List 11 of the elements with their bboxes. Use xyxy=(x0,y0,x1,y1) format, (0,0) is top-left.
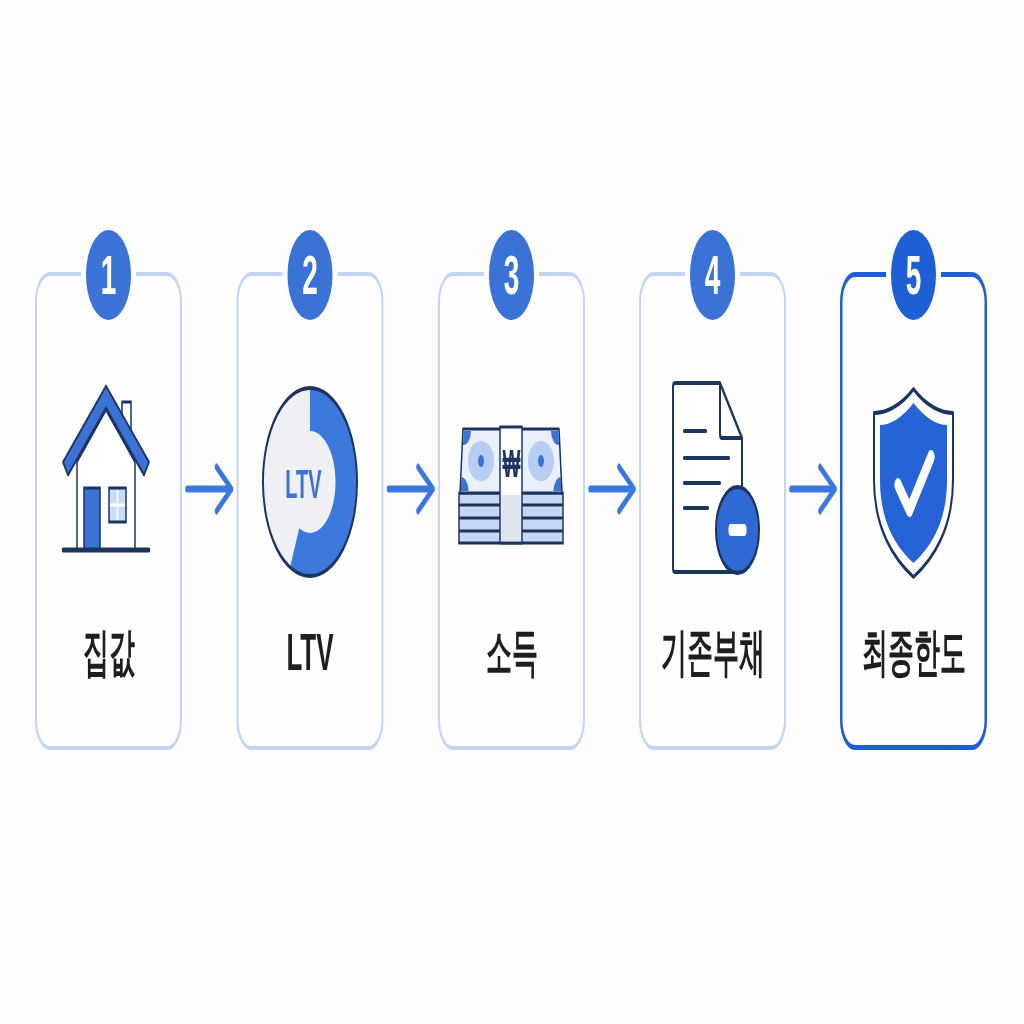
step-label: 최종한도 xyxy=(861,626,966,678)
step-label: 집값 xyxy=(82,626,135,678)
chart-label: LTV xyxy=(285,464,322,504)
step-label: 기존부채 xyxy=(660,626,765,678)
step-label: 소득 xyxy=(485,626,538,678)
arrow xyxy=(587,464,637,514)
step-label: LTV xyxy=(286,626,334,678)
arrow xyxy=(386,464,436,514)
arrow xyxy=(184,464,234,514)
arrow xyxy=(788,464,838,514)
currency-sign: ₩ xyxy=(502,445,521,483)
